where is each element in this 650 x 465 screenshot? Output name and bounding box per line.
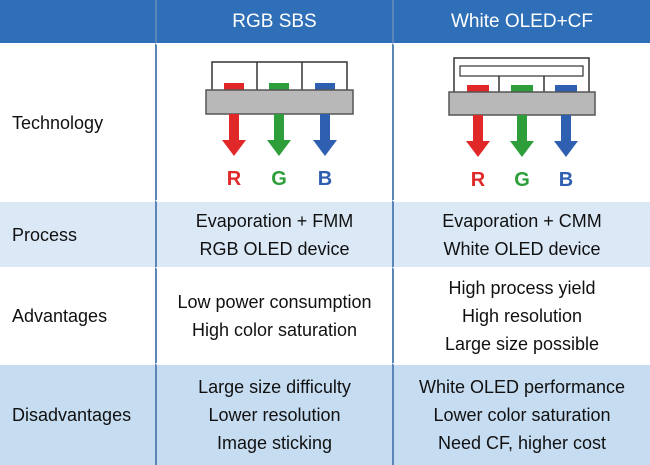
diagram-letter-b: B [318,168,332,190]
diagram-letter-g: G [271,168,287,190]
header-white-oled-cf: White OLED+CF [392,0,650,43]
disadvantages-white-line-2: Lower color saturation [433,405,611,425]
disadvantages-rgb-sbs: Large size difficulty Lower resolution I… [155,363,392,465]
advantages-rgb-sbs: Low power consumption High color saturat… [155,267,392,363]
process-white-line-2: White OLED device [443,238,601,259]
disadvantages-white-line-3: Need CF, higher cost [437,433,607,453]
advantages-white-line-2: High resolution [461,306,583,326]
advantages-rgb-line-1: Low power consumption [177,292,372,312]
advantages-white-line-3: Large size possible [444,334,600,354]
diagram-letter-b: B [559,169,573,191]
process-white-oled: Evaporation + CMM White OLED device [392,200,650,267]
process-white-line-1: Evaporation + CMM [442,210,602,231]
row-label-process: Process [0,200,155,267]
process-rgb-line-1: Evaporation + FMM [195,210,354,231]
disadvantages-rgb-line-3: Image sticking [216,433,333,453]
diagram-letter-r: R [227,168,242,190]
disadvantages-rgb-line-2: Lower resolution [208,405,341,425]
row-label-disadvantages: Disadvantages [0,363,155,465]
process-rgb-line-2: RGB OLED device [199,238,350,259]
white-oled-cf-diagram: R G B [392,43,650,200]
disadvantages-white-line-1: White OLED performance [418,377,626,397]
advantages-white-oled: High process yield High resolution Large… [392,267,650,363]
disadvantages-rgb-line-1: Large size difficulty [198,377,351,397]
row-label-advantages: Advantages [0,267,155,363]
diagram-letter-r: R [471,169,486,191]
header-rgb-sbs: RGB SBS [155,0,392,43]
diagram-letter-g: G [514,169,530,191]
disadvantages-white-oled: White OLED performance Lower color satur… [392,363,650,465]
advantages-rgb-line-2: High color saturation [191,320,358,340]
rgb-sbs-diagram: R G B [155,43,392,200]
process-rgb-sbs: Evaporation + FMM RGB OLED device [155,200,392,267]
row-label-technology: Technology [0,43,155,200]
advantages-white-line-1: High process yield [448,278,596,298]
header-corner [0,0,155,43]
